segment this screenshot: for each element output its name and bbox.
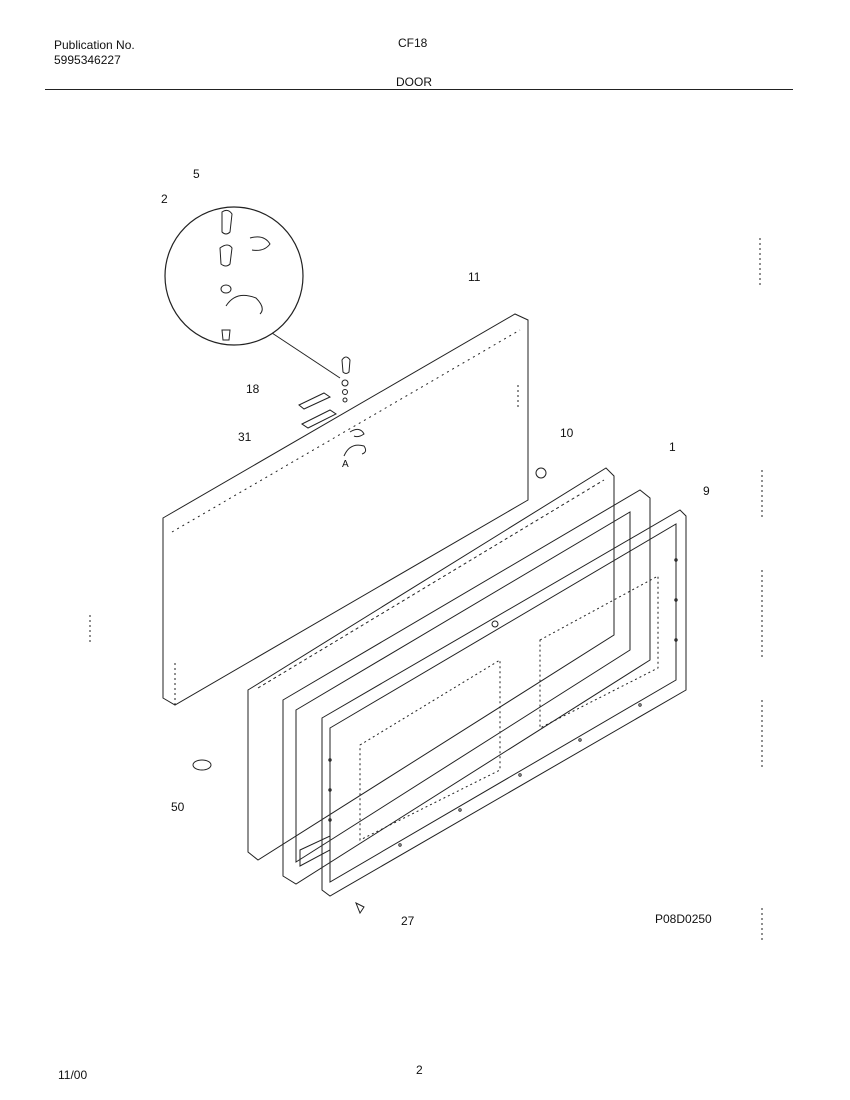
hinge-hardware	[298, 356, 367, 457]
inner-panel	[321, 509, 687, 897]
inner-door-frame	[282, 489, 651, 885]
header-rule	[45, 89, 793, 90]
diagram-code: P08D0250	[655, 912, 712, 926]
door-liner	[247, 467, 615, 861]
scan-margin-marks	[89, 238, 763, 940]
publication-number: 5995346227	[54, 53, 121, 67]
callout-27: 27	[401, 914, 415, 928]
model-number: CF18	[398, 36, 428, 50]
callout-9: 9	[703, 484, 710, 498]
detail-marker-a: A	[342, 459, 349, 470]
callout-11: 11	[468, 270, 481, 284]
footer-date: 11/00	[58, 1068, 88, 1082]
page-number: 2	[416, 1063, 423, 1077]
callout-50: 50	[171, 800, 185, 814]
loose-parts	[192, 467, 547, 915]
callout-2: 2	[161, 192, 168, 206]
outer-door-panel	[162, 313, 529, 706]
callout-1: 1	[669, 440, 676, 454]
callout-18: 18	[246, 382, 260, 396]
callout-10: 10	[560, 426, 574, 440]
callout-31: 31	[238, 430, 252, 444]
section-title: DOOR	[396, 75, 432, 89]
publication-label: Publication No.	[54, 38, 135, 52]
hinge-detail-circle	[164, 206, 341, 379]
callout-5: 5	[193, 167, 200, 181]
